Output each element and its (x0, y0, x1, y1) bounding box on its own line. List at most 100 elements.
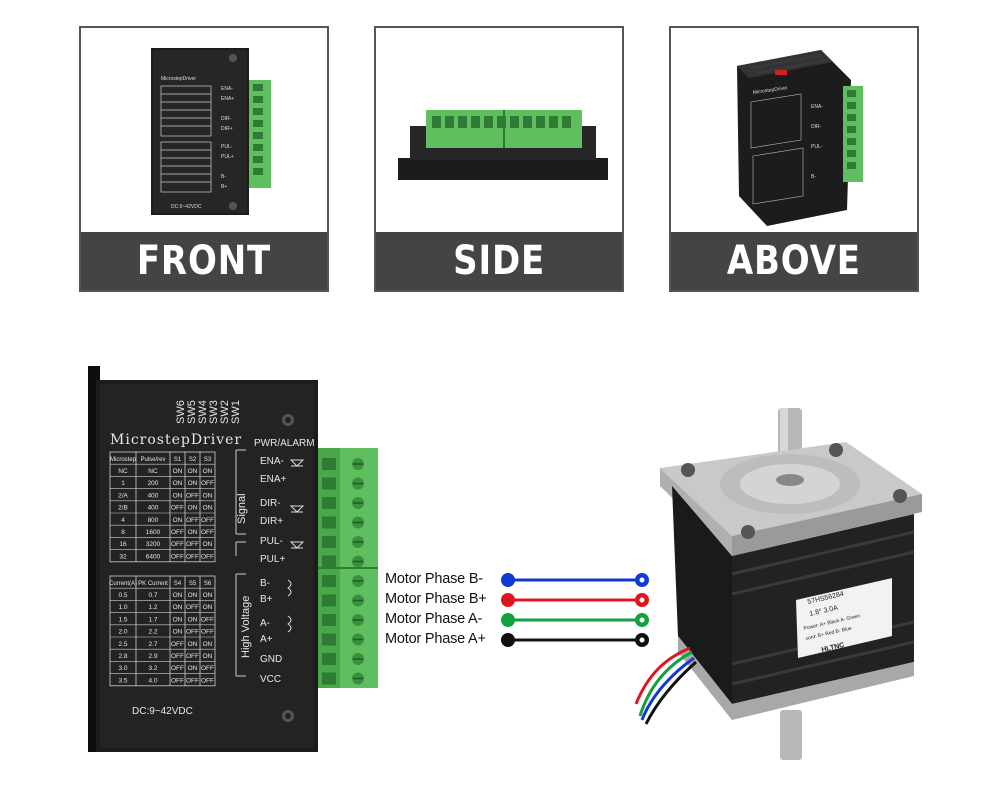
table-cell: ON (173, 616, 183, 623)
table-cell: OFF (201, 529, 214, 536)
table-cell: ON (173, 517, 183, 524)
terminal-slot (322, 477, 336, 490)
table-cell: ON (173, 604, 183, 611)
table-cell: OFF (201, 480, 214, 487)
svg-text:PUL-: PUL- (221, 144, 233, 150)
power-terminal-label: A+ (260, 634, 273, 645)
terminal-slot (322, 575, 336, 587)
table-cell: OFF (186, 517, 199, 524)
table-cell: ON (203, 604, 213, 611)
table-cell: 800 (148, 517, 159, 524)
table-cell: ON (173, 592, 183, 599)
signal-terminal-label: PUL- (260, 536, 283, 547)
table-cell: 2/A (118, 492, 128, 499)
stepper-motor-photo: 57HS56284 1.8° 3.0A Power: A+ Black A- G… (634, 408, 922, 760)
table-cell: 400 (148, 505, 159, 512)
table-cell: OFF (201, 629, 214, 636)
table-cell: OFF (186, 541, 199, 548)
table-cell: 1.0 (118, 604, 127, 611)
svg-text:PUL-: PUL- (811, 144, 823, 150)
table-cell: 2.8 (118, 653, 127, 660)
table-cell: S4 (174, 581, 182, 587)
table-cell: 2.0 (118, 629, 127, 636)
table-cell: ON (188, 616, 198, 623)
table-cell: OFF (171, 665, 184, 672)
table-cell: 2.2 (148, 629, 157, 636)
table-cell: OFF (201, 616, 214, 623)
table-cell: ON (173, 492, 183, 499)
table-cell: OFF (186, 604, 199, 611)
table-cell: 0.7 (148, 592, 157, 599)
table-cell: ON (173, 480, 183, 487)
table-cell: S3 (204, 457, 212, 463)
svg-text:DIR+: DIR+ (221, 126, 233, 132)
view-panel-above: MicrostepDriver ENA-DIR- PUL-B- ABOVE (669, 26, 919, 292)
table-cell: Pulse/rev (140, 457, 165, 463)
terminal-slot (322, 614, 336, 626)
svg-text:MicrostepDriver: MicrostepDriver (752, 85, 788, 96)
table-cell: Microstep (110, 457, 137, 463)
wire-end-dot (501, 593, 515, 607)
terminal-slot (322, 555, 336, 568)
svg-text:PUL+: PUL+ (221, 154, 234, 160)
table-cell: S2 (189, 457, 197, 463)
table-cell: OFF (201, 677, 214, 684)
signal-terminal-label: ENA+ (260, 474, 287, 485)
view-caption-above: ABOVE (671, 232, 917, 290)
high-voltage-label: High Voltage (240, 596, 252, 658)
table-cell: OFF (171, 677, 184, 684)
driver-above-photo: MicrostepDriver ENA-DIR- PUL-B- (737, 50, 863, 226)
wire-end-dot (639, 597, 645, 603)
svg-text:DIR-: DIR- (221, 116, 232, 122)
wire-end-dot (501, 613, 515, 627)
power-terminal-label: VCC (260, 674, 281, 685)
svg-text:ENA-: ENA- (811, 104, 823, 110)
table-cell: OFF (186, 492, 199, 499)
switch-label: SW6 (175, 400, 187, 424)
signal-terminal-label: ENA- (260, 456, 284, 467)
view-caption-front: FRONT (81, 232, 327, 290)
wire-end-dot (639, 577, 645, 583)
driver-side-photo (398, 110, 608, 180)
table-cell: NC (148, 468, 158, 475)
table-cell: 3200 (146, 541, 161, 548)
terminal-slot (322, 594, 336, 607)
view-panel-side: SIDE (374, 26, 624, 292)
power-terminal-label: GND (260, 654, 282, 665)
table-cell: Current(A) (109, 581, 137, 587)
table-cell: OFF (186, 677, 199, 684)
table-cell: 400 (148, 492, 159, 499)
driver-detail-photo: SW6 SW5 SW4 SW3 SW2 SW1 MicrostepDriver … (88, 366, 378, 752)
table-cell: OFF (171, 505, 184, 512)
table-cell: 2.5 (118, 641, 127, 648)
power-terminal-label: B- (260, 578, 270, 589)
pwr-alarm-label: PWR/ALARM (254, 438, 315, 449)
table-cell: 1600 (146, 529, 161, 536)
svg-text:MicrostepDriver: MicrostepDriver (161, 76, 196, 82)
switch-label: SW2 (219, 400, 231, 424)
view-caption-side: SIDE (376, 232, 622, 290)
wire-end-dot (501, 573, 515, 587)
table-cell: 16 (119, 541, 127, 548)
table-cell: ON (188, 480, 198, 487)
table-cell: S1 (174, 457, 182, 463)
table-cell: 2.9 (148, 653, 157, 660)
table-cell: ON (188, 641, 198, 648)
table-cell: ON (188, 665, 198, 672)
table-cell: 0.5 (118, 592, 127, 599)
switch-label: SW5 (186, 400, 198, 424)
table-cell: OFF (201, 553, 214, 560)
table-cell: ON (203, 641, 213, 648)
table-cell: ON (203, 492, 213, 499)
table-cell: 1 (121, 480, 125, 487)
table-cell: 2/B (118, 505, 128, 512)
terminal-slot (322, 672, 336, 685)
power-terminal-label: B+ (260, 594, 273, 605)
table-cell: 1.5 (118, 616, 127, 623)
table-cell: S5 (189, 581, 197, 587)
svg-text:ENA-: ENA- (221, 86, 233, 92)
table-cell: ON (173, 468, 183, 475)
motor-phase-label: Motor Phase A- (385, 611, 483, 627)
